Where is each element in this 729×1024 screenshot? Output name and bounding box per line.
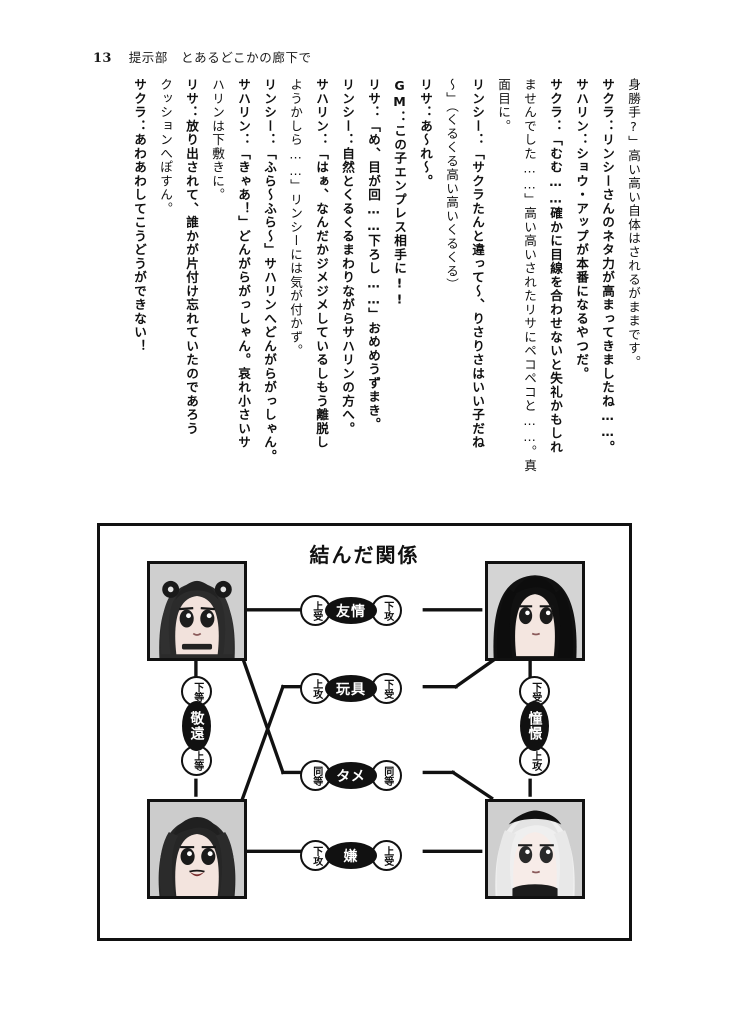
relation-label: 憧憬 (520, 701, 549, 751)
relation-avoidance[interactable]: 下等 敬遠 上等 (181, 676, 212, 776)
section-label: 提示部 (128, 50, 169, 65)
text-column: サハリン：「はぁ、なんだかジメジメしているしもう離脱し (314, 78, 329, 450)
relationship-diagram: 結んだ関係 (97, 523, 632, 941)
text-column: サハリン：「きゃあ！」どんがらがっしゃん。哀れ小さいサ (236, 78, 251, 450)
text-column: ハリンは下敷きに。 (210, 78, 225, 202)
relation-label: 嫌 (325, 842, 377, 869)
relation-admiration[interactable]: 下受 憧憬 上攻 (519, 676, 550, 776)
relation-friendship[interactable]: 上受 友情 下攻 (300, 595, 402, 626)
relation-dislike[interactable]: 下攻 嫌 上受 (300, 840, 402, 871)
text-column: サクラ：リンシーさんのネタ力が高まってきましたね……。 (600, 78, 615, 455)
relation-toy[interactable]: 上攻 玩具 下受 (300, 673, 402, 704)
page-title: とあるどこかの廊下で (181, 50, 312, 65)
text-column: ようかしら……」リンシーには気が付かず。 (288, 78, 303, 358)
relation-tame[interactable]: 同等 タメ 同等 (300, 760, 402, 791)
text-column: リサ：放り出されて、誰かが片付け忘れていたのであろう (184, 78, 199, 436)
portrait-rinsy (147, 799, 247, 899)
text-column: サクラ：「むむ……確かに目線を合わせないと失礼かもしれ (548, 78, 563, 455)
relation-label: 玩具 (325, 675, 377, 702)
portrait-risa (485, 799, 585, 899)
diagram-connectors (194, 608, 532, 853)
text-column: サクラ：あわあわしてこうどうができない！ (132, 78, 147, 353)
text-column: サハリン：ショウ・アップが本番になるやつだ。 (574, 78, 589, 381)
text-column: リンシー：「ふら～ふら～」サハリンへどんがらがっしゃん。 (262, 78, 277, 463)
running-header: 13 提示部 とあるどこかの廊下で (93, 47, 312, 66)
relation-badge-bottom: 上等 (181, 745, 212, 776)
text-column: リンシー：自然とくるくるまわりながらサハリンの方へ。 (340, 78, 355, 436)
text-column: リサ：「め、目が回……下ろし……」おめめうずまき。 (366, 78, 381, 432)
text-column: ～」（くるくる高い高いくるくる） (444, 78, 459, 292)
text-column: 面目に。 (496, 78, 511, 133)
diagram-title: 結んだ関係 (309, 543, 420, 567)
body-text-block: 身勝手?」高い高い自体はされるがままです。 サクラ：リンシーさんのネタ力が高まっ… (84, 78, 646, 488)
text-column: GM：この子エンプレス相手に!! (392, 78, 407, 308)
text-column: リンシー：「サクラたんと違って～、りさりさはいい子だね (470, 78, 485, 450)
relation-label: タメ (325, 762, 377, 789)
portrait-saharin (485, 561, 585, 661)
page-number: 13 (93, 51, 112, 66)
relation-badge-left: 上攻 (300, 673, 331, 704)
text-column: クッションへぽすん。 (158, 78, 173, 216)
text-column: 身勝手?」高い高い自体はされるがままです。 (626, 78, 641, 370)
text-column: リサ：あ～れ～。 (418, 78, 433, 188)
relation-label: 敬遠 (182, 701, 211, 751)
relation-label: 友情 (325, 597, 377, 624)
portrait-sakura (147, 561, 247, 661)
text-column: ませんでした……」高い高いされたリサにペコペコと……。真 (522, 78, 537, 473)
